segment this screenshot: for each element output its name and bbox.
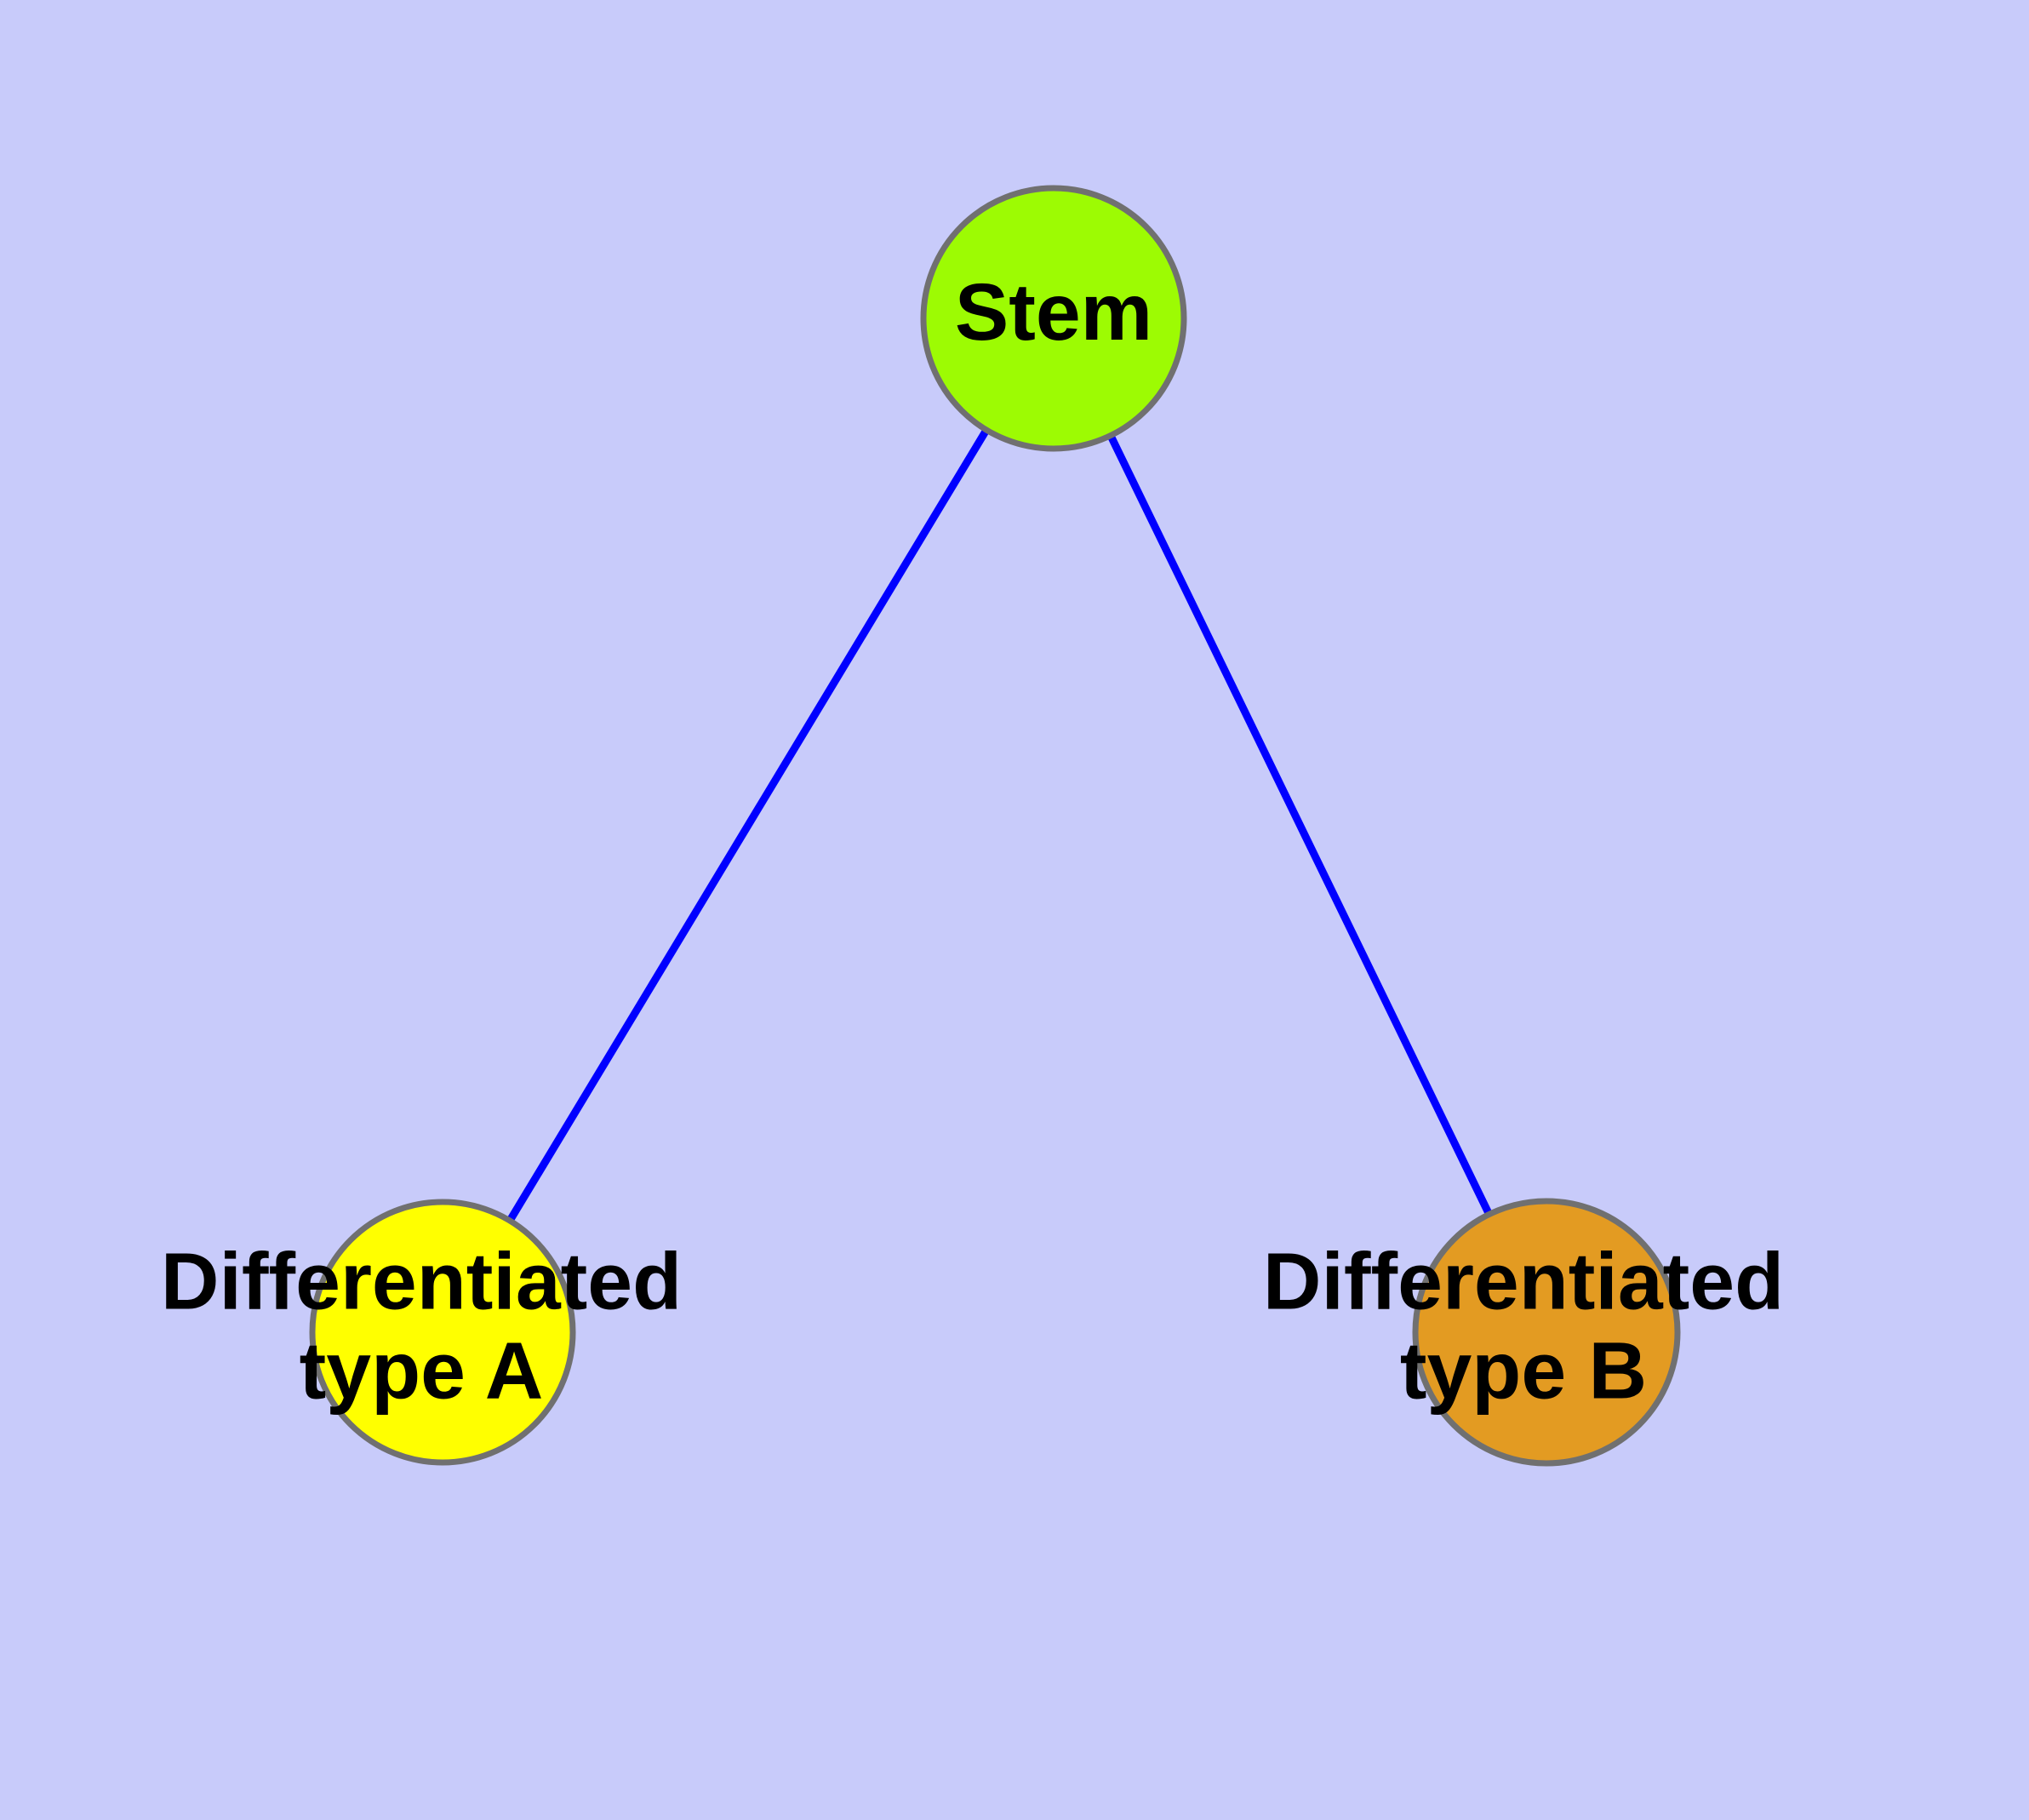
node-differentiated-type-a[interactable]: [309, 1199, 576, 1466]
node-differentiated-type-b[interactable]: [1412, 1198, 1681, 1467]
nodes-layer: [309, 185, 1681, 1467]
node-label-line: Stem: [955, 267, 1152, 358]
edge-stem-to-differentiated-type-a[interactable]: [439, 316, 1057, 1335]
node-stem[interactable]: [920, 185, 1187, 452]
node-label-line: Differentiated: [161, 1237, 682, 1327]
node-label-line: Differentiated: [1263, 1237, 1784, 1327]
node-label-stem: Stem: [955, 267, 1152, 358]
node-label-line: type B: [1400, 1326, 1647, 1417]
node-label-line: type A: [300, 1326, 544, 1417]
edges-layer: [439, 316, 1551, 1335]
edge-stem-to-differentiated-type-b[interactable]: [1049, 317, 1551, 1334]
